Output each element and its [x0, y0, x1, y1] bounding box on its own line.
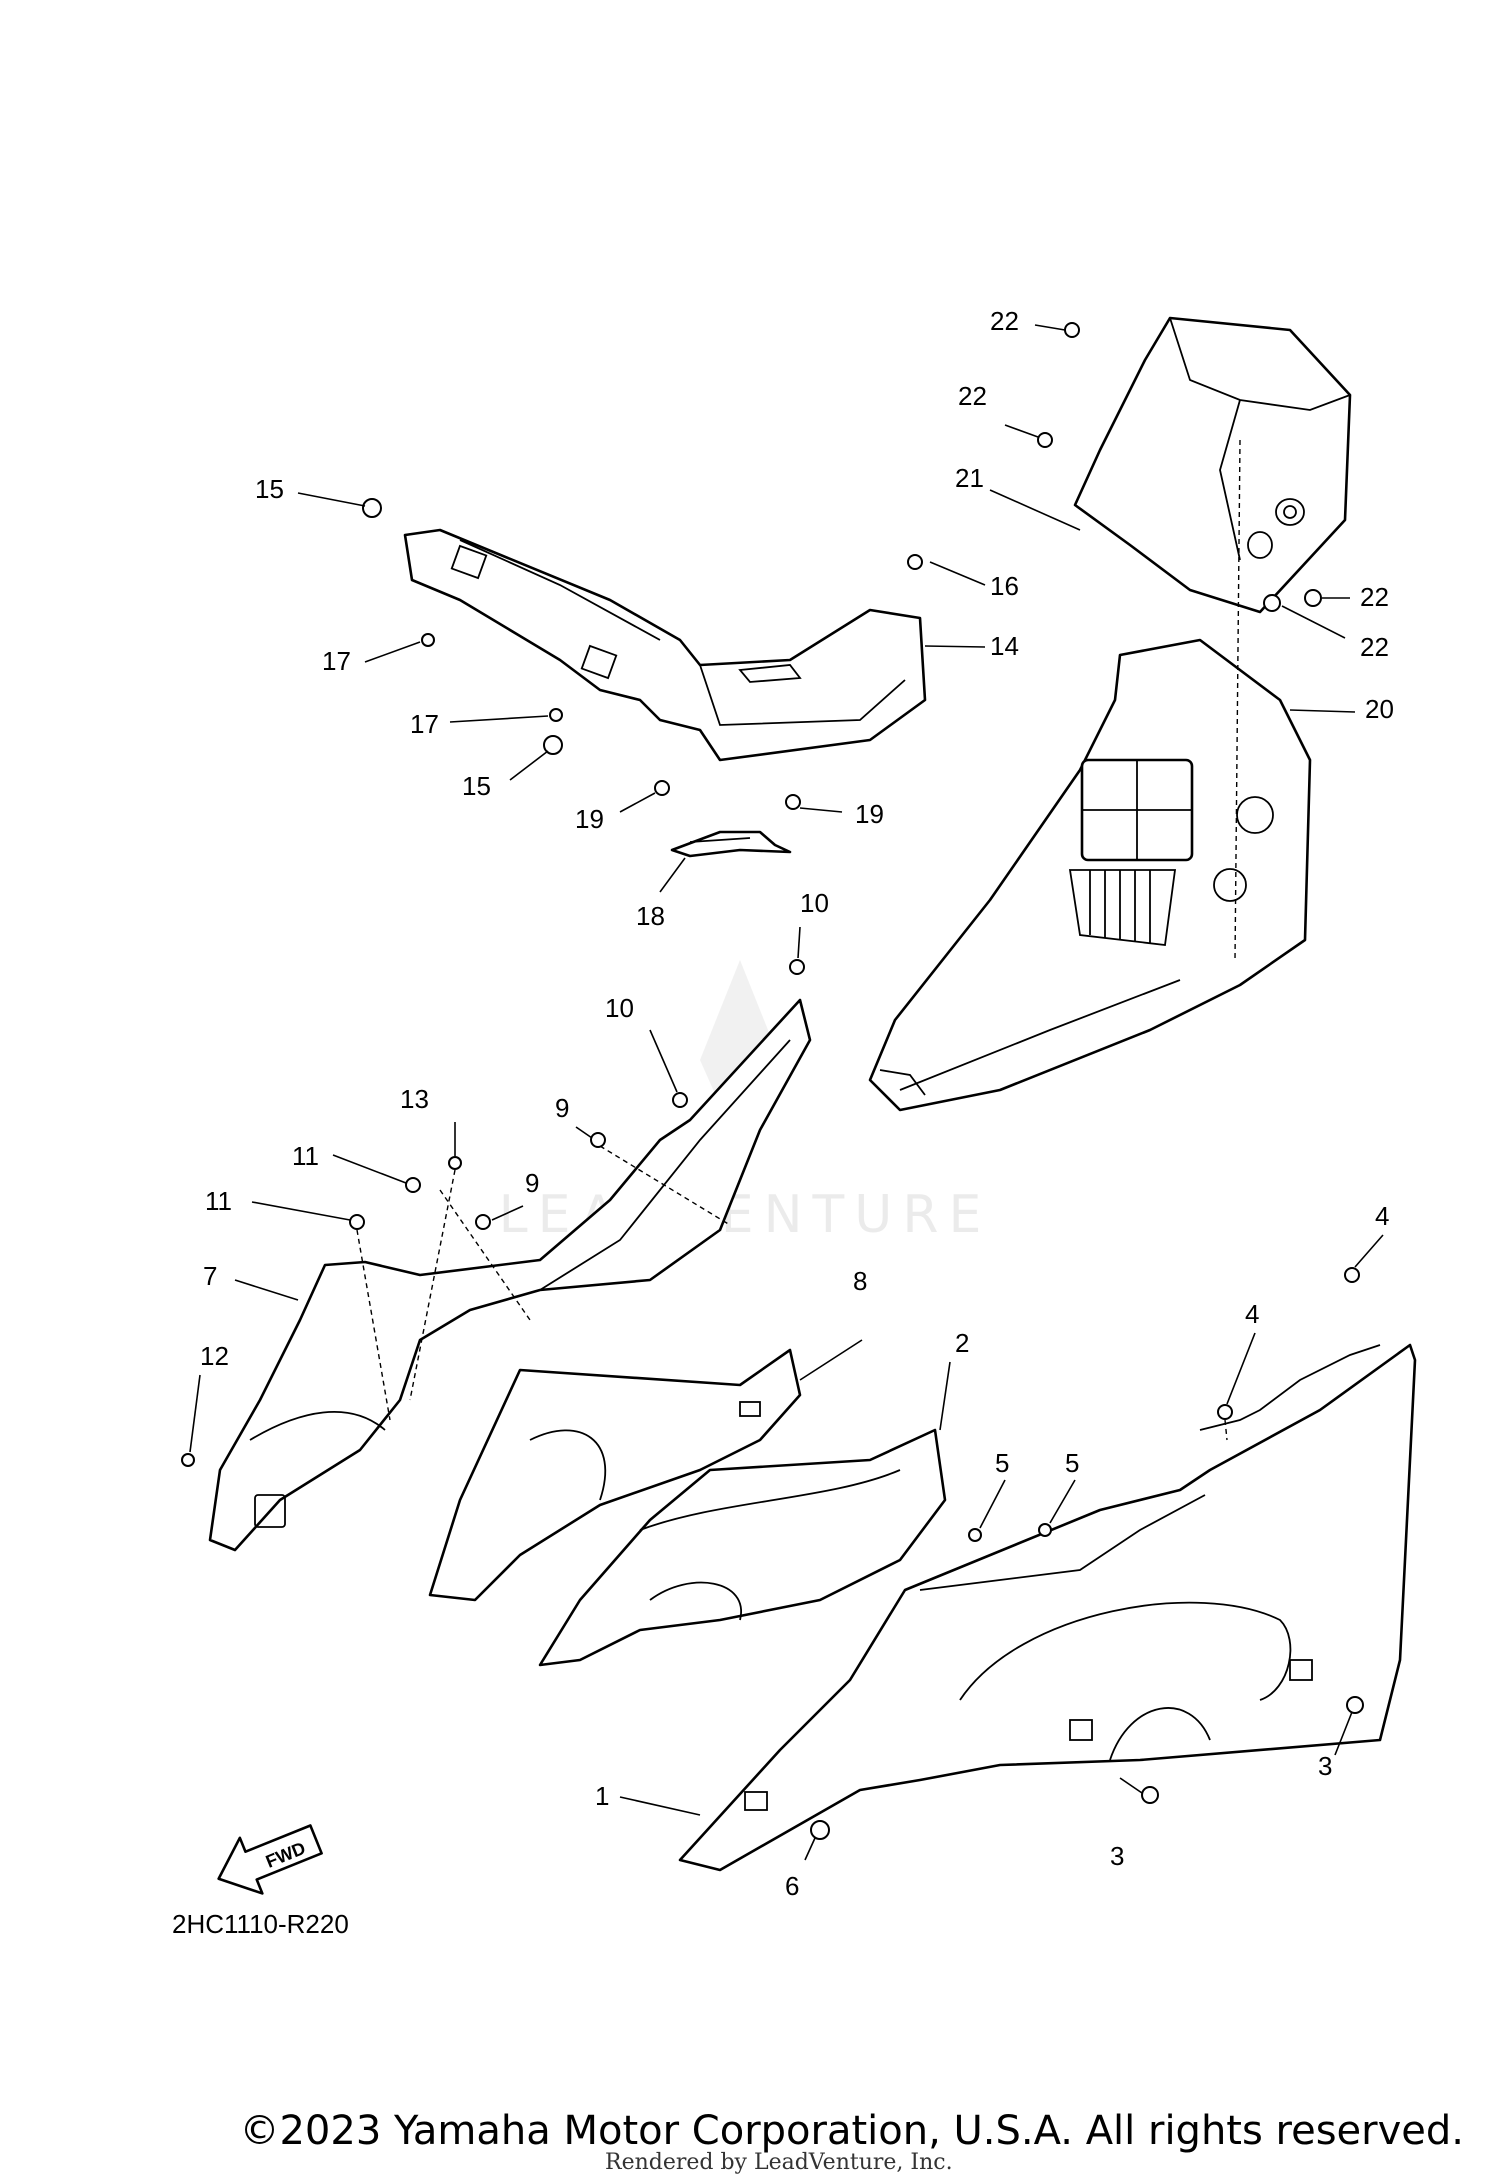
- bolt-10a-icon: [789, 959, 805, 975]
- callout-20: 20: [1365, 694, 1394, 724]
- bolt-22b-icon: [1037, 432, 1053, 448]
- bolt-22c-icon: [1304, 589, 1322, 607]
- part-1-outer-cover[interactable]: [678, 1343, 1417, 1872]
- callout-9a: 9: [555, 1093, 569, 1123]
- bolt-15b-icon: [543, 735, 563, 755]
- bolt-16-icon: [907, 554, 923, 570]
- callout-10b: 10: [605, 993, 634, 1023]
- callout-22d: 22: [1360, 632, 1389, 662]
- bolt-3a-icon: [1346, 1696, 1364, 1714]
- fasteners: [181, 322, 1364, 1840]
- rendered-by-notice: Rendered by LeadVenture, Inc.: [605, 2150, 953, 2175]
- bolt-11b-icon: [349, 1214, 365, 1230]
- callout-17a: 17: [322, 646, 351, 676]
- bolt-22d-icon: [1263, 594, 1281, 612]
- callout-6: 6: [785, 1871, 799, 1901]
- callout-17b: 17: [410, 709, 439, 739]
- bolt-3b-icon: [1141, 1786, 1159, 1804]
- callout-4b: 4: [1245, 1299, 1259, 1329]
- bolt-12-icon: [181, 1453, 195, 1467]
- callout-3a: 3: [1318, 1751, 1332, 1781]
- bolt-10b-icon: [672, 1092, 688, 1108]
- callout-15a: 15: [255, 474, 284, 504]
- callout-9b: 9: [525, 1168, 539, 1198]
- bolt-4b-icon: [1217, 1404, 1233, 1420]
- leader-lines: [189, 324, 1384, 1861]
- part-7-side-cover[interactable]: [208, 998, 812, 1552]
- bolt-19b-icon: [785, 794, 801, 810]
- bolt-6-icon: [810, 1820, 830, 1840]
- callout-5b: 5: [1065, 1448, 1079, 1478]
- bolt-9a-icon: [590, 1132, 606, 1148]
- callout-4a: 4: [1375, 1201, 1389, 1231]
- fwd-arrow-icon: FWD: [217, 1824, 323, 1895]
- callout-5a: 5: [995, 1448, 1009, 1478]
- callout-13: 13: [400, 1084, 429, 1114]
- callout-22a: 22: [990, 306, 1019, 336]
- bolt-17a-icon: [421, 633, 435, 647]
- callout-3b: 3: [1110, 1841, 1124, 1871]
- assembly-lines: [356, 1145, 1228, 1441]
- callout-7: 7: [203, 1261, 217, 1291]
- callout-1: 1: [595, 1781, 609, 1811]
- part-8-side-panel[interactable]: [428, 1348, 802, 1602]
- callout-16: 16: [990, 571, 1019, 601]
- callout-11b: 11: [205, 1186, 232, 1216]
- bolt-15a-icon: [362, 498, 382, 518]
- callout-18: 18: [636, 901, 665, 931]
- bolt-19a-icon: [654, 780, 670, 796]
- part-2-side-panel[interactable]: [538, 1428, 947, 1667]
- bolt-4a-icon: [1344, 1267, 1360, 1283]
- callout-8: 8: [853, 1266, 867, 1296]
- callout-19a: 19: [575, 804, 604, 834]
- bolt-5a-icon: [968, 1528, 982, 1542]
- callout-22b: 22: [958, 381, 987, 411]
- callout-19b: 19: [855, 799, 884, 829]
- callout-2: 2: [955, 1328, 969, 1358]
- callout-11a: 11: [292, 1141, 319, 1171]
- part-14-top-cover[interactable]: [403, 528, 927, 762]
- callout-15b: 15: [462, 771, 491, 801]
- copyright-notice: ©2023 Yamaha Motor Corporation, U.S.A. A…: [239, 2108, 1464, 2154]
- part-18-bracket[interactable]: [670, 830, 792, 858]
- bolt-17b-icon: [549, 708, 563, 722]
- bolt-9b-icon: [475, 1214, 491, 1230]
- bolt-22a-icon: [1064, 322, 1080, 338]
- callout-10a: 10: [800, 888, 829, 918]
- callout-labels: 22 22 21 22 22 20 15 16 14 17 17 15 19 1…: [200, 306, 1394, 1901]
- part-20-front-panel[interactable]: [868, 439, 1312, 1112]
- bolt-11a-icon: [405, 1177, 421, 1193]
- diagram-code: 2HC1110-R220: [172, 1909, 349, 1939]
- callout-14: 14: [990, 631, 1019, 661]
- callout-22c: 22: [1360, 582, 1389, 612]
- bolt-5b-icon: [1038, 1523, 1052, 1537]
- callout-21: 21: [955, 463, 984, 493]
- part-21-upper-cover[interactable]: [1073, 316, 1352, 614]
- bolt-13-icon: [448, 1156, 462, 1170]
- callout-12: 12: [200, 1341, 229, 1371]
